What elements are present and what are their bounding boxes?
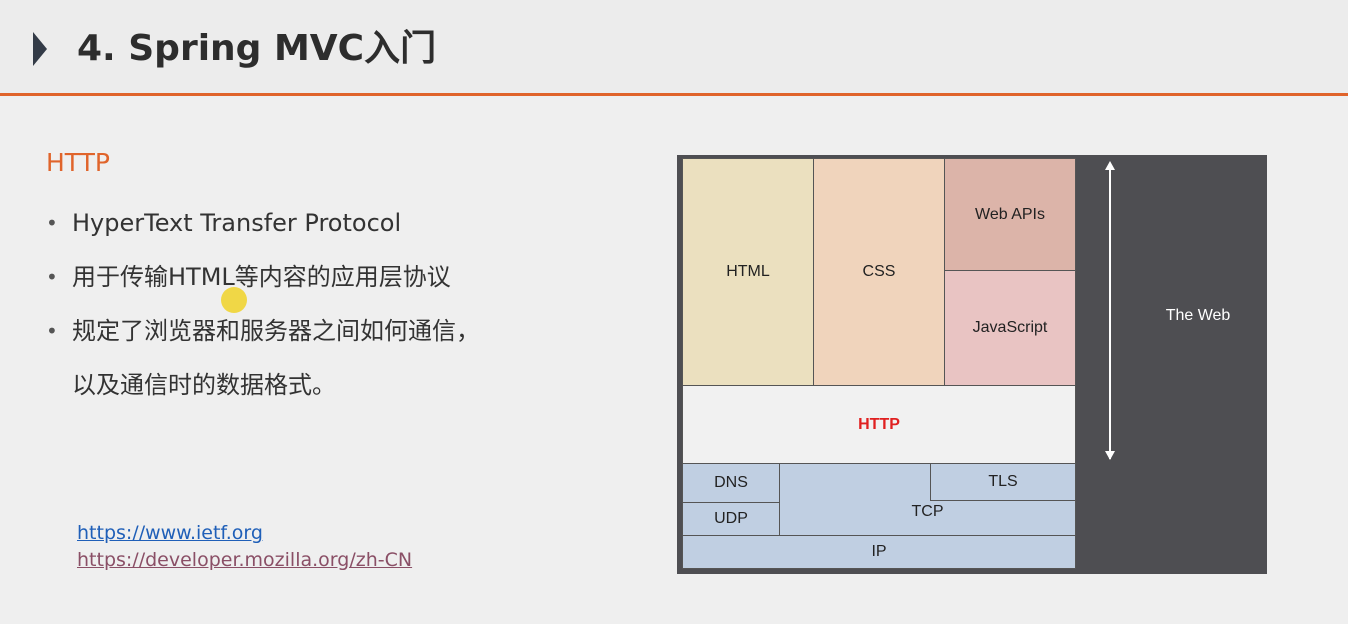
bullet-item: 用于传输HTML等内容的应用层协议	[42, 250, 480, 304]
bullet-continuation: 以及通信时的数据格式。	[72, 371, 336, 399]
tls-block: TLS	[930, 463, 1076, 501]
http-block: HTTP	[682, 385, 1076, 464]
section-heading: HTTP	[46, 148, 110, 177]
ietf-link[interactable]: https://www.ietf.org	[77, 522, 263, 544]
web-span-arrow	[1109, 167, 1111, 459]
bullet-list: HyperText Transfer Protocol 用于传输HTML等内容的…	[42, 196, 480, 412]
web-apis-block: Web APIs	[944, 158, 1076, 271]
mdn-link[interactable]: https://developer.mozilla.org/zh-CN	[77, 549, 413, 571]
web-stack-diagram: HTML CSS Web APIs JavaScript HTTP DNS UD…	[677, 155, 1267, 574]
javascript-block: JavaScript	[944, 270, 1076, 386]
bullet-text: 规定了浏览器和服务器之间如何通信，	[72, 317, 480, 345]
css-block: CSS	[813, 158, 945, 386]
bullet-item: 规定了浏览器和服务器之间如何通信， 以及通信时的数据格式。	[42, 304, 480, 412]
slide-title: 4. Spring MVC入门	[77, 28, 437, 69]
play-triangle-icon	[33, 32, 47, 66]
udp-block: UDP	[682, 502, 780, 536]
cursor-highlight	[221, 287, 247, 313]
ip-block: IP	[682, 535, 1076, 569]
the-web-label: The Web	[1165, 307, 1231, 324]
html-block: HTML	[682, 158, 814, 386]
arrow-up-icon	[1105, 161, 1115, 170]
bullet-text: HyperText Transfer Protocol	[72, 209, 402, 237]
dns-block: DNS	[682, 463, 780, 503]
bullet-text: 用于传输HTML等内容的应用层协议	[72, 263, 451, 291]
slide-header: 4. Spring MVC入门	[0, 0, 1348, 96]
arrow-down-icon	[1105, 451, 1115, 460]
bullet-item: HyperText Transfer Protocol	[42, 196, 480, 250]
reference-links: https://www.ietf.org https://developer.m…	[77, 520, 412, 574]
